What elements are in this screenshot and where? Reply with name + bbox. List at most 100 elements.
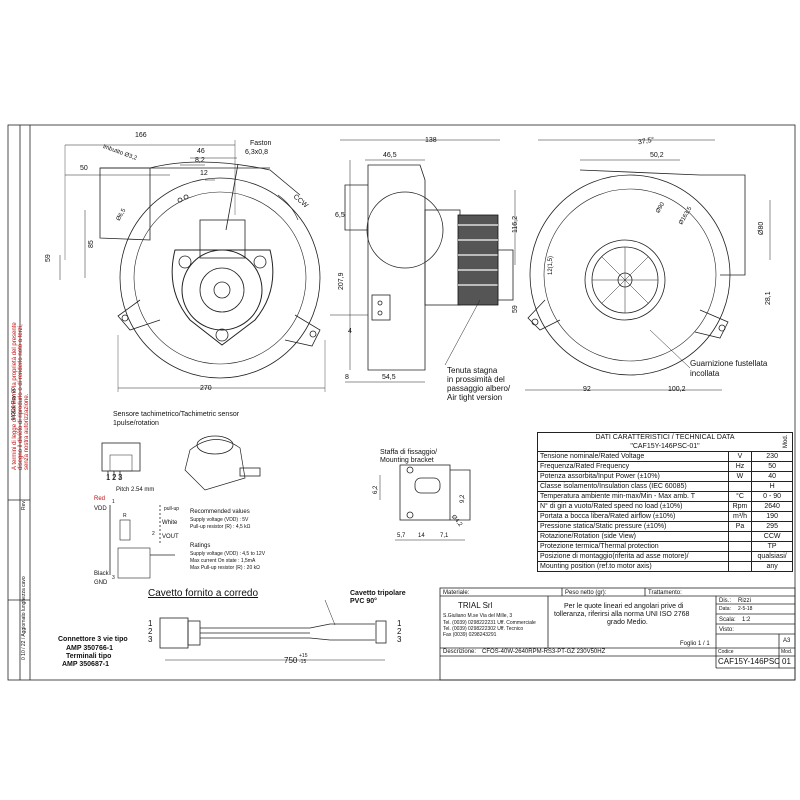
side-dim-138: 138 bbox=[425, 137, 437, 144]
mod-value: 01 bbox=[782, 657, 791, 666]
front-dim-59: 59 bbox=[45, 254, 52, 262]
tolerance-note-2: tolleranza, riferirsi alla norma UNI ISO… bbox=[554, 611, 690, 618]
front-dim-270: 270 bbox=[200, 385, 212, 392]
tech-row-value: qualsiasi/ bbox=[751, 551, 793, 562]
faston-label: Faston bbox=[250, 140, 272, 147]
drawing-frame bbox=[7, 124, 796, 681]
wire-red-label: Red bbox=[94, 496, 106, 502]
scala-value: 1:2 bbox=[742, 617, 751, 623]
front-dim-50: 50 bbox=[80, 165, 88, 172]
tech-row: Temperatura ambiente min-max/Min - Max a… bbox=[537, 491, 793, 502]
tech-row-unit: V bbox=[727, 451, 753, 462]
tech-table-mod-label: Mod. bbox=[783, 434, 789, 448]
sensor-subtitle: 1pulse/rotation bbox=[113, 420, 159, 427]
front-view bbox=[59, 140, 326, 392]
tech-row: Pressione statica/Static pressure (±10%)… bbox=[537, 521, 793, 532]
front-dim-166: 166 bbox=[135, 132, 147, 139]
cable-tol-up: +15 bbox=[299, 653, 308, 659]
tech-row-label: Portata a bocca libera/Rated airflow (±1… bbox=[537, 511, 729, 522]
tech-row-label: Posizione di montaggio(riferita ad asse … bbox=[537, 551, 729, 562]
airtight-note-3: passaggio albero/ bbox=[447, 384, 511, 393]
tech-row-label: Frequenza/Rated Frequency bbox=[537, 461, 729, 472]
bracket-title: Staffa di fissaggio/ bbox=[380, 449, 438, 456]
recommended-title: Recommended values bbox=[190, 509, 250, 515]
side-view bbox=[330, 139, 516, 383]
tech-row-unit bbox=[727, 561, 753, 572]
rear-dim-50-2: 50,2 bbox=[650, 152, 664, 159]
tech-table-subtitle: "CAF15Y-146PSC-01" bbox=[630, 443, 700, 450]
descr-label: Descrizione: bbox=[443, 649, 477, 655]
sensor-drawing bbox=[101, 435, 261, 579]
vout-label: VOUT bbox=[162, 534, 179, 540]
tech-row-unit bbox=[727, 551, 753, 562]
sensor-pin-3: 3 bbox=[118, 473, 123, 482]
airtight-note-4: Air tight version bbox=[447, 393, 503, 402]
gasket-note-2: incollata bbox=[690, 369, 720, 378]
trattamento-label: Trattamento: bbox=[648, 590, 682, 596]
connector-line-1: Connettore 3 vie tipo bbox=[58, 636, 128, 643]
cable-pin-left-3: 3 bbox=[148, 635, 153, 644]
tech-row: Mounting position (ref.to motor axis)any bbox=[537, 561, 793, 572]
data-label: Data: bbox=[719, 606, 731, 612]
visto-label: Visto: bbox=[719, 627, 734, 633]
rear-view bbox=[525, 139, 771, 391]
gasket-note-1: Guarnizione fustellata bbox=[690, 359, 768, 368]
connector-line-4: AMP 350687-1 bbox=[62, 661, 109, 668]
bracket-subtitle: Mounting bracket bbox=[380, 457, 434, 464]
company-address-2: Tel. (0039) 0298222231 Uff. Commerciale bbox=[443, 620, 536, 626]
ratings-title: Ratings bbox=[190, 543, 211, 549]
tech-row-value: H bbox=[751, 481, 793, 492]
front-dim-46: 46 bbox=[197, 148, 205, 155]
cable-length: 750 bbox=[284, 656, 298, 665]
tech-row-unit: m³/h bbox=[727, 511, 753, 522]
tech-table-title: DATI CARATTERISTICI / TECHNICAL DATA "CA… bbox=[537, 432, 793, 452]
tech-row-value: 2640 bbox=[751, 501, 793, 512]
dis-label: Dis.: bbox=[719, 598, 731, 604]
ratings-line-1: Supply voltage (VDD) : 4,5 to 12V bbox=[190, 551, 266, 557]
tech-row: Posizione di montaggio(riferita ad asse … bbox=[537, 551, 793, 562]
company-address-1: S.Giuliano M.se Via del Mille, 3 bbox=[443, 613, 513, 619]
tripolar-spec: PVC 90° bbox=[350, 598, 377, 605]
company-logo: TRIAL Srl bbox=[458, 601, 493, 610]
node-3-label: 3 bbox=[112, 575, 115, 581]
rear-dim-12: 12(1,5) bbox=[548, 255, 554, 275]
cable-pin-right-3: 3 bbox=[397, 635, 402, 644]
rear-dim-d80: Ø80 bbox=[758, 221, 765, 235]
tolerance-note-3: grado Medio. bbox=[607, 619, 648, 626]
tech-row-label: Pressione statica/Static pressure (±10%) bbox=[537, 521, 729, 532]
faston-size: 6,3x0,8 bbox=[245, 149, 268, 156]
tech-table-title-text: DATI CARATTERISTICI / TECHNICAL DATA bbox=[595, 434, 735, 441]
data-value: 2-5-18 bbox=[738, 606, 753, 612]
tech-row-unit bbox=[727, 531, 753, 542]
connector-line-3: Terminali tipo bbox=[66, 653, 112, 660]
node-2-label: 2 bbox=[152, 531, 155, 537]
sensor-pitch: Pitch 2.54 mm bbox=[116, 487, 155, 493]
cable-tol-down: -15 bbox=[299, 659, 307, 665]
bracket-dim-6-2: 6,2 bbox=[373, 485, 379, 494]
dis-value: Rizzi bbox=[738, 598, 751, 604]
bracket-dim-5-7: 5,7 bbox=[397, 533, 406, 539]
tech-row-label: Potenza assorbita/Input Power (±10%) bbox=[537, 471, 729, 482]
revision-note: 0 10 / 22 / Aggiornato lunghezza cavo bbox=[21, 576, 27, 660]
tech-row: Portata a bocca libera/Rated airflow (±1… bbox=[537, 511, 793, 522]
title-block-lines bbox=[439, 587, 796, 681]
peso-label: Peso netto (gr): bbox=[565, 590, 607, 596]
rev-column-label: Rev. bbox=[21, 500, 27, 510]
tech-row-value: 0 - 90 bbox=[751, 491, 793, 502]
front-dim-12: 12 bbox=[200, 170, 208, 177]
front-dim-85: 85 bbox=[88, 240, 95, 248]
model-rev: MOD6 Rev. 00 bbox=[11, 387, 17, 420]
codice-label: Codice bbox=[718, 649, 734, 655]
side-dim-54-5: 54,5 bbox=[382, 374, 396, 381]
node-1-label: 1 bbox=[112, 499, 115, 505]
tech-row-unit bbox=[727, 481, 753, 492]
front-dim-8-2: 8,2 bbox=[195, 157, 205, 164]
tech-row-label: Temperatura ambiente min-max/Min - Max a… bbox=[537, 491, 729, 502]
tech-row-unit: Rpm bbox=[727, 501, 753, 512]
tolerance-note-1: Per le quote lineari ed angolari prive d… bbox=[564, 603, 684, 610]
tech-row-label: Classe isolamento/Insulation class (IEC … bbox=[537, 481, 729, 492]
cable-pin-left-1: 1 bbox=[148, 619, 153, 628]
bracket-dim-14: 14 bbox=[418, 533, 425, 539]
